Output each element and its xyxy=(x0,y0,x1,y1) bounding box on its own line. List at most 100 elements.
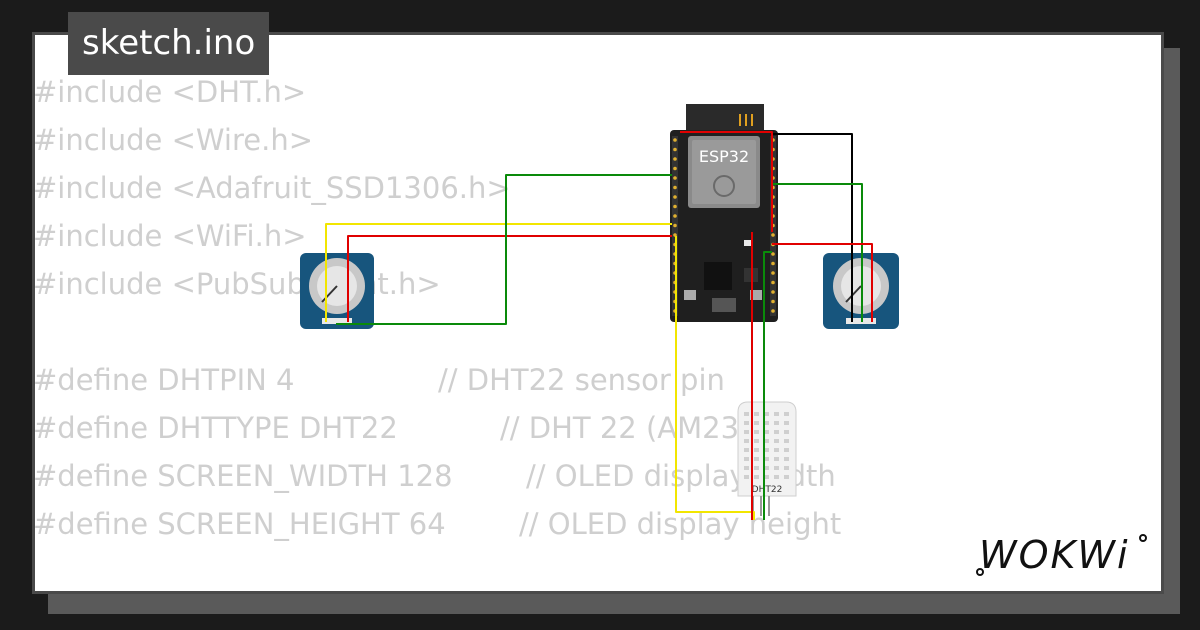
dht22-vent xyxy=(774,457,779,461)
wire-red-pot-left xyxy=(347,235,672,322)
wire-yellow-dht xyxy=(675,236,755,520)
usb-port xyxy=(712,298,736,312)
dht22-vent xyxy=(784,448,789,452)
dht22-pin xyxy=(760,496,762,516)
esp32-pin xyxy=(771,252,775,256)
en-button[interactable] xyxy=(684,290,696,300)
dht22-vent-grid xyxy=(744,412,789,479)
espressif-logo-icon xyxy=(713,175,735,197)
dht22-vent xyxy=(764,430,769,434)
esp32-pin xyxy=(673,166,677,171)
esp32-pin xyxy=(673,157,677,161)
esp32-pin xyxy=(673,223,677,228)
dht22-vent xyxy=(764,466,769,470)
preview-card xyxy=(32,32,1164,594)
dht22-vent xyxy=(764,439,769,443)
dht22-vent xyxy=(784,430,789,434)
wire-red-top xyxy=(680,131,773,232)
wire-black-pot-right xyxy=(772,133,853,322)
wire-green-dht xyxy=(763,251,772,520)
dht22-vent xyxy=(754,412,759,416)
dht22-vent xyxy=(744,466,749,470)
dht22-vent xyxy=(774,475,779,479)
esp32-pin xyxy=(673,176,677,180)
dht22-vent xyxy=(754,421,759,425)
logo-dot-icon xyxy=(1139,534,1147,542)
dht22-vent xyxy=(754,457,759,461)
esp32-pin xyxy=(771,309,775,313)
esp32-pin xyxy=(771,271,775,275)
code-text: #include <WiFi.h> xyxy=(33,219,307,253)
antenna-trace-icon xyxy=(739,114,753,126)
code-text: #define DHTPIN 4 xyxy=(33,363,295,397)
code-text: #include <DHT.h> xyxy=(33,75,307,109)
dht22-vent xyxy=(774,466,779,470)
dht22-pin xyxy=(768,496,770,516)
esp32-pin xyxy=(673,233,677,237)
file-tab-label: sketch.ino xyxy=(82,23,256,63)
dht22-vent xyxy=(784,412,789,416)
dht22-vent xyxy=(754,439,759,443)
code-line-7: #define DHTPIN 4 // DHT22 sensor pin xyxy=(33,356,725,404)
dht22-sensor[interactable]: DHT22 xyxy=(737,401,797,516)
dht22-vent xyxy=(784,475,789,479)
esp32-pin xyxy=(673,185,677,190)
dht22-vent xyxy=(774,412,779,416)
dht22-vent xyxy=(784,457,789,461)
esp32-pin xyxy=(673,138,677,142)
dht22-vent xyxy=(764,457,769,461)
dht22-vent xyxy=(744,475,749,479)
dht22-vent xyxy=(784,439,789,443)
dht22-vent xyxy=(764,475,769,479)
dht22-vent xyxy=(744,448,749,452)
potentiometer-left[interactable] xyxy=(300,253,374,329)
dht22-vent xyxy=(784,466,789,470)
code-line-2: #include <Wire.h> xyxy=(33,116,511,164)
dht22-vent xyxy=(754,430,759,434)
dht22-vent xyxy=(744,457,749,461)
esp32-pin xyxy=(673,214,677,218)
pot-pins xyxy=(322,318,352,324)
dht22-vent xyxy=(764,412,769,416)
dht22-vent xyxy=(774,448,779,452)
code-line-3: #include <Adafruit_SSD1306.h> xyxy=(33,164,511,212)
esp32-pin xyxy=(771,299,775,304)
file-tab[interactable]: sketch.ino xyxy=(68,12,270,75)
code-line-1: #include <DHT.h> xyxy=(33,68,511,116)
code-line-4: #include <WiFi.h> xyxy=(33,212,511,260)
dht22-vent xyxy=(744,412,749,416)
dht22-vent xyxy=(774,421,779,425)
wokwi-logo: WOKWi xyxy=(976,533,1147,577)
wire-green-pot-right xyxy=(772,183,863,322)
wires xyxy=(325,131,873,520)
code-text: #define SCREEN_HEIGHT 64 xyxy=(33,507,446,541)
dht22-vent xyxy=(774,439,779,443)
dht22-vent xyxy=(754,448,759,452)
dht22-vent xyxy=(784,421,789,425)
esp32-shield xyxy=(692,140,756,204)
boot-button[interactable] xyxy=(750,290,762,300)
esp32-board[interactable]: ESP32 xyxy=(670,104,778,322)
code-comment: // DHT22 sensor pin xyxy=(438,363,725,397)
esp32-pin xyxy=(673,204,677,209)
code-text: #include <Adafruit_SSD1306.h> xyxy=(33,171,511,205)
esp32-pin xyxy=(673,147,677,152)
esp32-label: ESP32 xyxy=(699,147,749,166)
code-text: #define DHTTYPE DHT22 xyxy=(33,411,398,445)
led-indicator xyxy=(744,240,752,246)
usb-uart-chip xyxy=(704,262,732,290)
code-text: #include <Wire.h> xyxy=(33,123,314,157)
wire-yellow-pot xyxy=(325,223,672,322)
pot-pointer xyxy=(845,285,862,303)
code-text: #define SCREEN_WIDTH 128 xyxy=(33,459,453,493)
esp32-pin xyxy=(771,290,775,294)
dht22-vent xyxy=(754,475,759,479)
dht22-vent xyxy=(774,430,779,434)
dht22-vent xyxy=(764,421,769,425)
esp32-pin xyxy=(673,195,677,199)
wire-red-pot-right xyxy=(772,243,873,322)
dht22-vent xyxy=(744,430,749,434)
esp32-pin xyxy=(771,280,775,285)
pot-pointer xyxy=(321,285,338,303)
